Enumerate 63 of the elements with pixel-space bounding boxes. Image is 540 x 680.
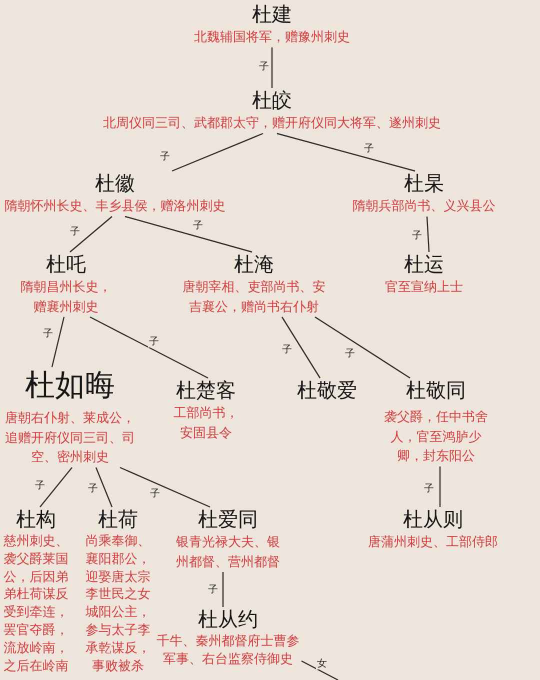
person-name: 杜杲 bbox=[404, 172, 444, 196]
biography-text: 千牛、秦州都督府士曹参军事、右台监察侍御史 bbox=[156, 632, 300, 668]
person-name: 杜楚客 bbox=[176, 379, 236, 403]
person-name: 杜吒 bbox=[46, 253, 86, 277]
edge-label: 子 bbox=[344, 348, 356, 360]
connector-line bbox=[314, 316, 410, 378]
edge-label: 子 bbox=[192, 220, 204, 232]
biography-text: 隋朝兵部尚书、义兴县公 bbox=[352, 197, 496, 215]
biography-text: 北魏辅国将军，赠豫州刺史 bbox=[193, 28, 351, 46]
biography-text: 慈州刺史、袭父爵莱国公，后因弟弟杜荷谋反受到牵连，罢官夺爵，流放岭南，之后在岭南 bbox=[2, 532, 70, 674]
person-name: 杜淹 bbox=[234, 253, 274, 277]
person-name: 杜敬爱 bbox=[297, 379, 357, 403]
edge-label: 子 bbox=[363, 144, 375, 154]
biography-text: 官至宣纳上士 bbox=[384, 278, 464, 296]
person-name: 杜敬同 bbox=[406, 379, 466, 403]
connector-line bbox=[124, 216, 252, 253]
person-name: 杜从约 bbox=[198, 608, 258, 632]
edge-label: 子 bbox=[148, 336, 160, 348]
connector-line bbox=[426, 216, 430, 252]
person-name: 杜从则 bbox=[403, 508, 463, 532]
person-name: 杜构 bbox=[16, 508, 56, 532]
edge-label: 子 bbox=[149, 488, 161, 500]
person-name: 杜运 bbox=[404, 253, 444, 277]
biography-text: 北周仪同三司、武都郡太守，赠开府仪同大将军、遂州刺史 bbox=[102, 114, 442, 132]
edge-label: 子 bbox=[207, 584, 219, 596]
edge-label: 子 bbox=[159, 152, 171, 162]
connector-line bbox=[90, 316, 208, 379]
connector-line bbox=[40, 467, 72, 508]
connector-line bbox=[51, 316, 65, 368]
person-name: 杜徽 bbox=[95, 172, 135, 196]
connector-line bbox=[222, 572, 224, 607]
biography-text: 唐朝宰相、吏部尚书、安吉襄公，赠尚书右仆射 bbox=[182, 278, 326, 316]
edge-label: 女 bbox=[316, 658, 328, 670]
edge-label: 子 bbox=[69, 226, 81, 238]
edge-label: 子 bbox=[87, 484, 99, 494]
biography-text: 袭父爵，任中书舍人，官至鸿胪少卿，封东阳公 bbox=[383, 408, 489, 465]
connector-line bbox=[301, 660, 338, 680]
biography-text: 唐蒲州刺史、工部侍郎 bbox=[367, 533, 499, 551]
edge-label: 子 bbox=[42, 328, 54, 340]
connector-line bbox=[271, 48, 273, 88]
person-name: 杜皎 bbox=[252, 89, 292, 113]
connector-line bbox=[120, 466, 210, 508]
edge-label: 子 bbox=[411, 230, 423, 242]
biography-text: 工部尚书，安固县令 bbox=[172, 404, 240, 442]
edge-label: 子 bbox=[258, 62, 270, 72]
connector-line bbox=[70, 216, 112, 252]
biography-text: 尚乘奉御、襄阳郡公，迎娶唐太宗李世民之女城阳公主，参与太子李承乾谋反，事败被杀 bbox=[84, 532, 152, 674]
edge-label: 子 bbox=[281, 344, 293, 356]
edge-label: 子 bbox=[423, 484, 435, 494]
biography-text: 隋朝昌州长史，赠襄州刺史 bbox=[20, 278, 112, 316]
connector-line bbox=[172, 132, 264, 172]
biography-text: 银青光禄大夫、银州都督、营州都督 bbox=[175, 533, 281, 570]
biography-text: 唐朝右仆射、莱成公，追赠开府仪同三司、司空、密州刺史 bbox=[4, 409, 136, 466]
person-name: 杜如晦 bbox=[25, 368, 115, 404]
biography-text: 隋朝怀州长史、丰乡县侯，赠洛州刺史 bbox=[4, 197, 226, 215]
edge-label: 子 bbox=[34, 480, 46, 492]
person-name: 杜荷 bbox=[98, 508, 138, 532]
connector-line bbox=[95, 467, 113, 508]
connector-line bbox=[282, 316, 320, 378]
connector-line bbox=[276, 132, 416, 172]
person-name: 杜爱同 bbox=[198, 508, 258, 532]
person-name: 杜建 bbox=[252, 3, 292, 27]
connector-line bbox=[439, 466, 441, 507]
